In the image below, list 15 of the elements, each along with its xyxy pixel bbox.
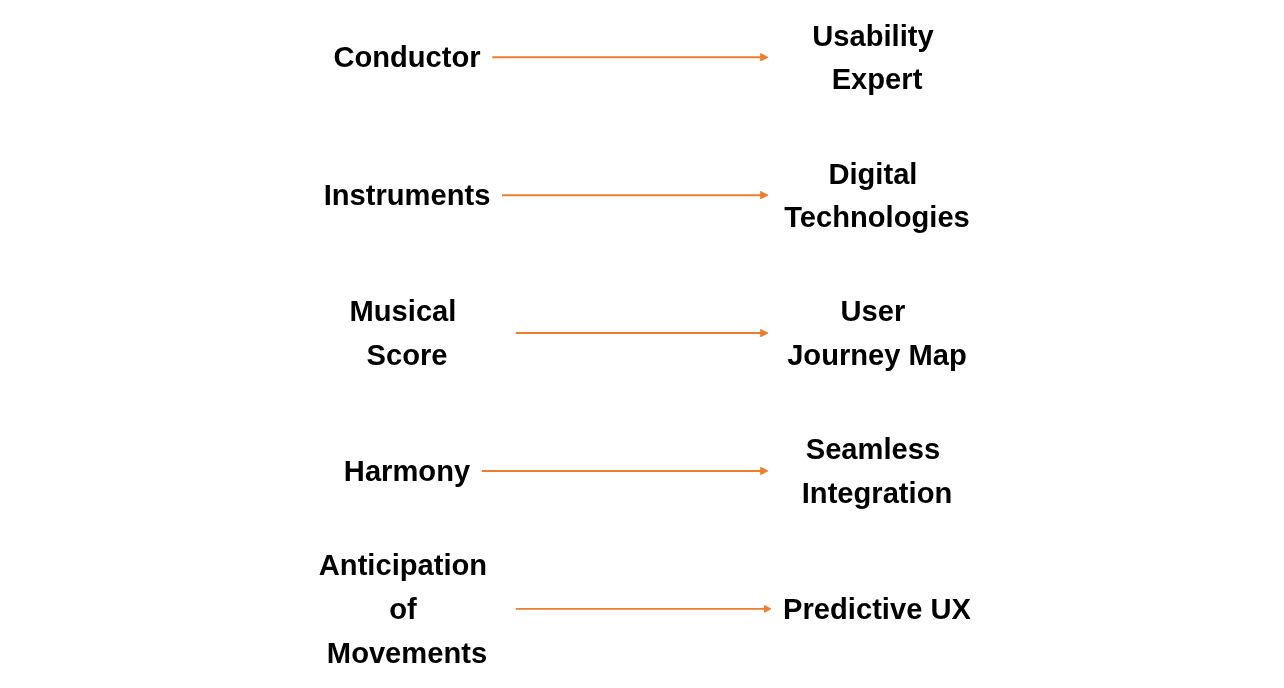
arrow (501, 190, 769, 200)
node-text: Instruments (323, 179, 491, 212)
arrow (514, 328, 769, 338)
node-text: Seamless Integration (801, 433, 953, 509)
node-text: Harmony (343, 454, 471, 487)
node-text: Usability Expert (812, 19, 934, 96)
arrow (491, 53, 769, 62)
node-text: Predictive UX (783, 592, 971, 625)
arrow (514, 604, 772, 614)
node-text: Conductor (333, 41, 481, 74)
node-text: User Journey Map (787, 295, 967, 371)
node-text: Digital Technologies (784, 157, 970, 234)
node-text: Musical Score (349, 295, 457, 371)
arrow (480, 466, 769, 476)
node-text: Anticipation of Movements (318, 549, 488, 669)
